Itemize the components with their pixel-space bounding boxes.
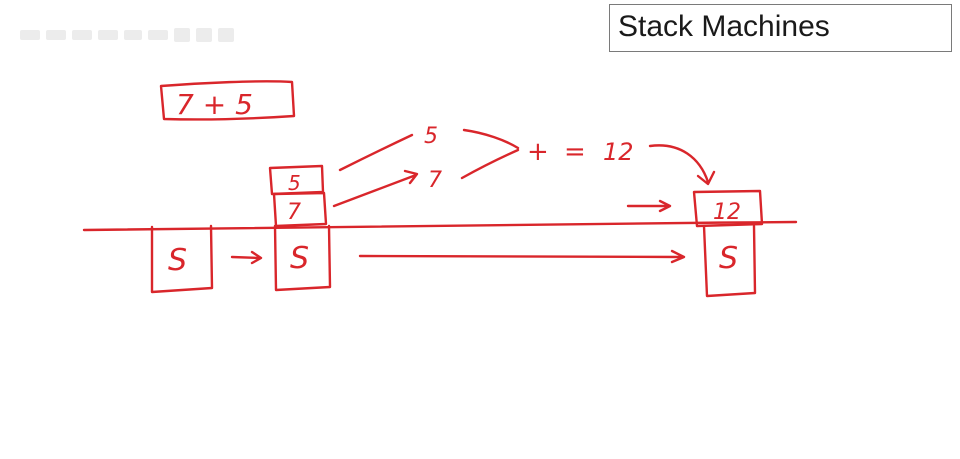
- final-stack-top-cell: [692, 189, 764, 228]
- operation-result: 12: [603, 138, 634, 166]
- pushed-stack-second-cell: [272, 191, 328, 228]
- pushed-stack-bottom-box: [273, 224, 332, 292]
- slide-title: Stack Machines: [618, 10, 830, 43]
- faded-toolbar-icons: [20, 28, 234, 42]
- stack-baseline: [82, 220, 798, 232]
- final-push-arrow: [626, 199, 672, 213]
- expression-text: 7 + 5: [176, 88, 253, 121]
- initial-stack-label: S: [168, 243, 187, 278]
- merge-line-top: [462, 128, 520, 150]
- slide-title-box: Stack Machines: [609, 4, 952, 52]
- stack-carry-arrow: [358, 249, 686, 264]
- popped-value-first: 5: [424, 124, 438, 149]
- final-stack-top-value: 12: [713, 200, 741, 225]
- pushed-stack-top-value: 5: [288, 171, 301, 195]
- final-stack-bottom-label: S: [719, 241, 738, 276]
- result-push-arrow: [648, 144, 716, 186]
- expression-box: [159, 80, 296, 121]
- pop-line-top: [338, 133, 414, 172]
- pop-arrow-second: [332, 169, 419, 208]
- popped-value-second: 7: [428, 168, 442, 193]
- initial-stack-box: [150, 224, 214, 294]
- final-stack-bottom-box: [702, 224, 757, 298]
- pushed-stack-bottom-label: S: [290, 241, 309, 276]
- merge-line-bottom: [460, 148, 520, 180]
- operation-equals: =: [564, 137, 586, 167]
- operation-operator: +: [527, 137, 549, 167]
- pushed-stack-second-value: 7: [287, 200, 301, 225]
- push-arrow: [230, 250, 263, 265]
